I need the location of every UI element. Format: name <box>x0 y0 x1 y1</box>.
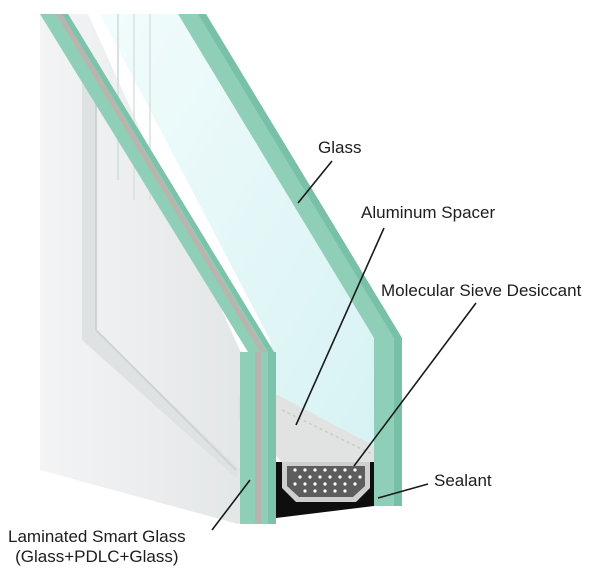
label-laminated-smart-glass: Laminated Smart Glass (Glass+PDLC+Glass) <box>8 527 186 567</box>
desiccant-granule <box>323 482 327 486</box>
frosted-frame-outline <box>95 60 237 471</box>
label-laminated-line1: Laminated Smart Glass <box>8 527 186 546</box>
frosted-inner-frame <box>82 60 240 478</box>
desiccant-granule <box>343 489 347 493</box>
glass-edge-top-shade <box>198 14 402 338</box>
air-cavity <box>100 14 378 470</box>
desiccant-granule <box>323 468 327 472</box>
desiccant-granule <box>328 475 332 479</box>
desiccant-granule <box>318 475 322 479</box>
desiccant-granule <box>343 468 347 472</box>
desiccant-granule <box>323 489 327 493</box>
molecular-sieve-desiccant <box>287 466 365 497</box>
desiccant-granule <box>338 475 342 479</box>
desiccant-granule <box>353 468 357 472</box>
desiccant-granules <box>293 468 362 493</box>
leader-line-laminated <box>211 479 251 531</box>
leader-line-sieve <box>353 302 477 467</box>
pdlc-layer-front <box>255 352 261 524</box>
desiccant-granule <box>353 482 357 486</box>
desiccant-granule <box>303 468 307 472</box>
leader-line-spacer <box>295 227 385 426</box>
label-aluminum-spacer: Aluminum Spacer <box>361 203 496 222</box>
laminated-glass-front-shade <box>268 352 276 524</box>
desiccant-granule <box>313 489 317 493</box>
label-sealant: Sealant <box>434 471 492 490</box>
laminated-glass-edge-top <box>40 14 274 352</box>
desiccant-granule <box>333 489 337 493</box>
label-laminated-line2: (Glass+PDLC+Glass) <box>15 547 179 566</box>
laminated-glass-edge-shade <box>62 14 274 352</box>
desiccant-granule <box>303 489 307 493</box>
desiccant-granule <box>293 468 297 472</box>
desiccant-granule <box>298 475 302 479</box>
desiccant-granule <box>333 468 337 472</box>
desiccant-granule <box>348 475 352 479</box>
desiccant-granule <box>333 482 337 486</box>
desiccant-granule <box>358 475 362 479</box>
desiccant-granule <box>313 468 317 472</box>
leader-line-glass <box>297 160 333 204</box>
desiccant-granule <box>308 475 312 479</box>
spacer-edge-line <box>281 409 373 455</box>
desiccant-granule <box>343 482 347 486</box>
desiccant-granule <box>303 482 307 486</box>
glass-front-shade <box>394 338 402 506</box>
pdlc-layer-diagonal <box>56 14 266 352</box>
label-glass: Glass <box>318 138 362 157</box>
label-molecular-sieve-desiccant: Molecular Sieve Desiccant <box>381 281 582 300</box>
desiccant-granule <box>313 482 317 486</box>
leader-line-sealant <box>377 483 429 499</box>
desiccant-granule <box>293 482 297 486</box>
